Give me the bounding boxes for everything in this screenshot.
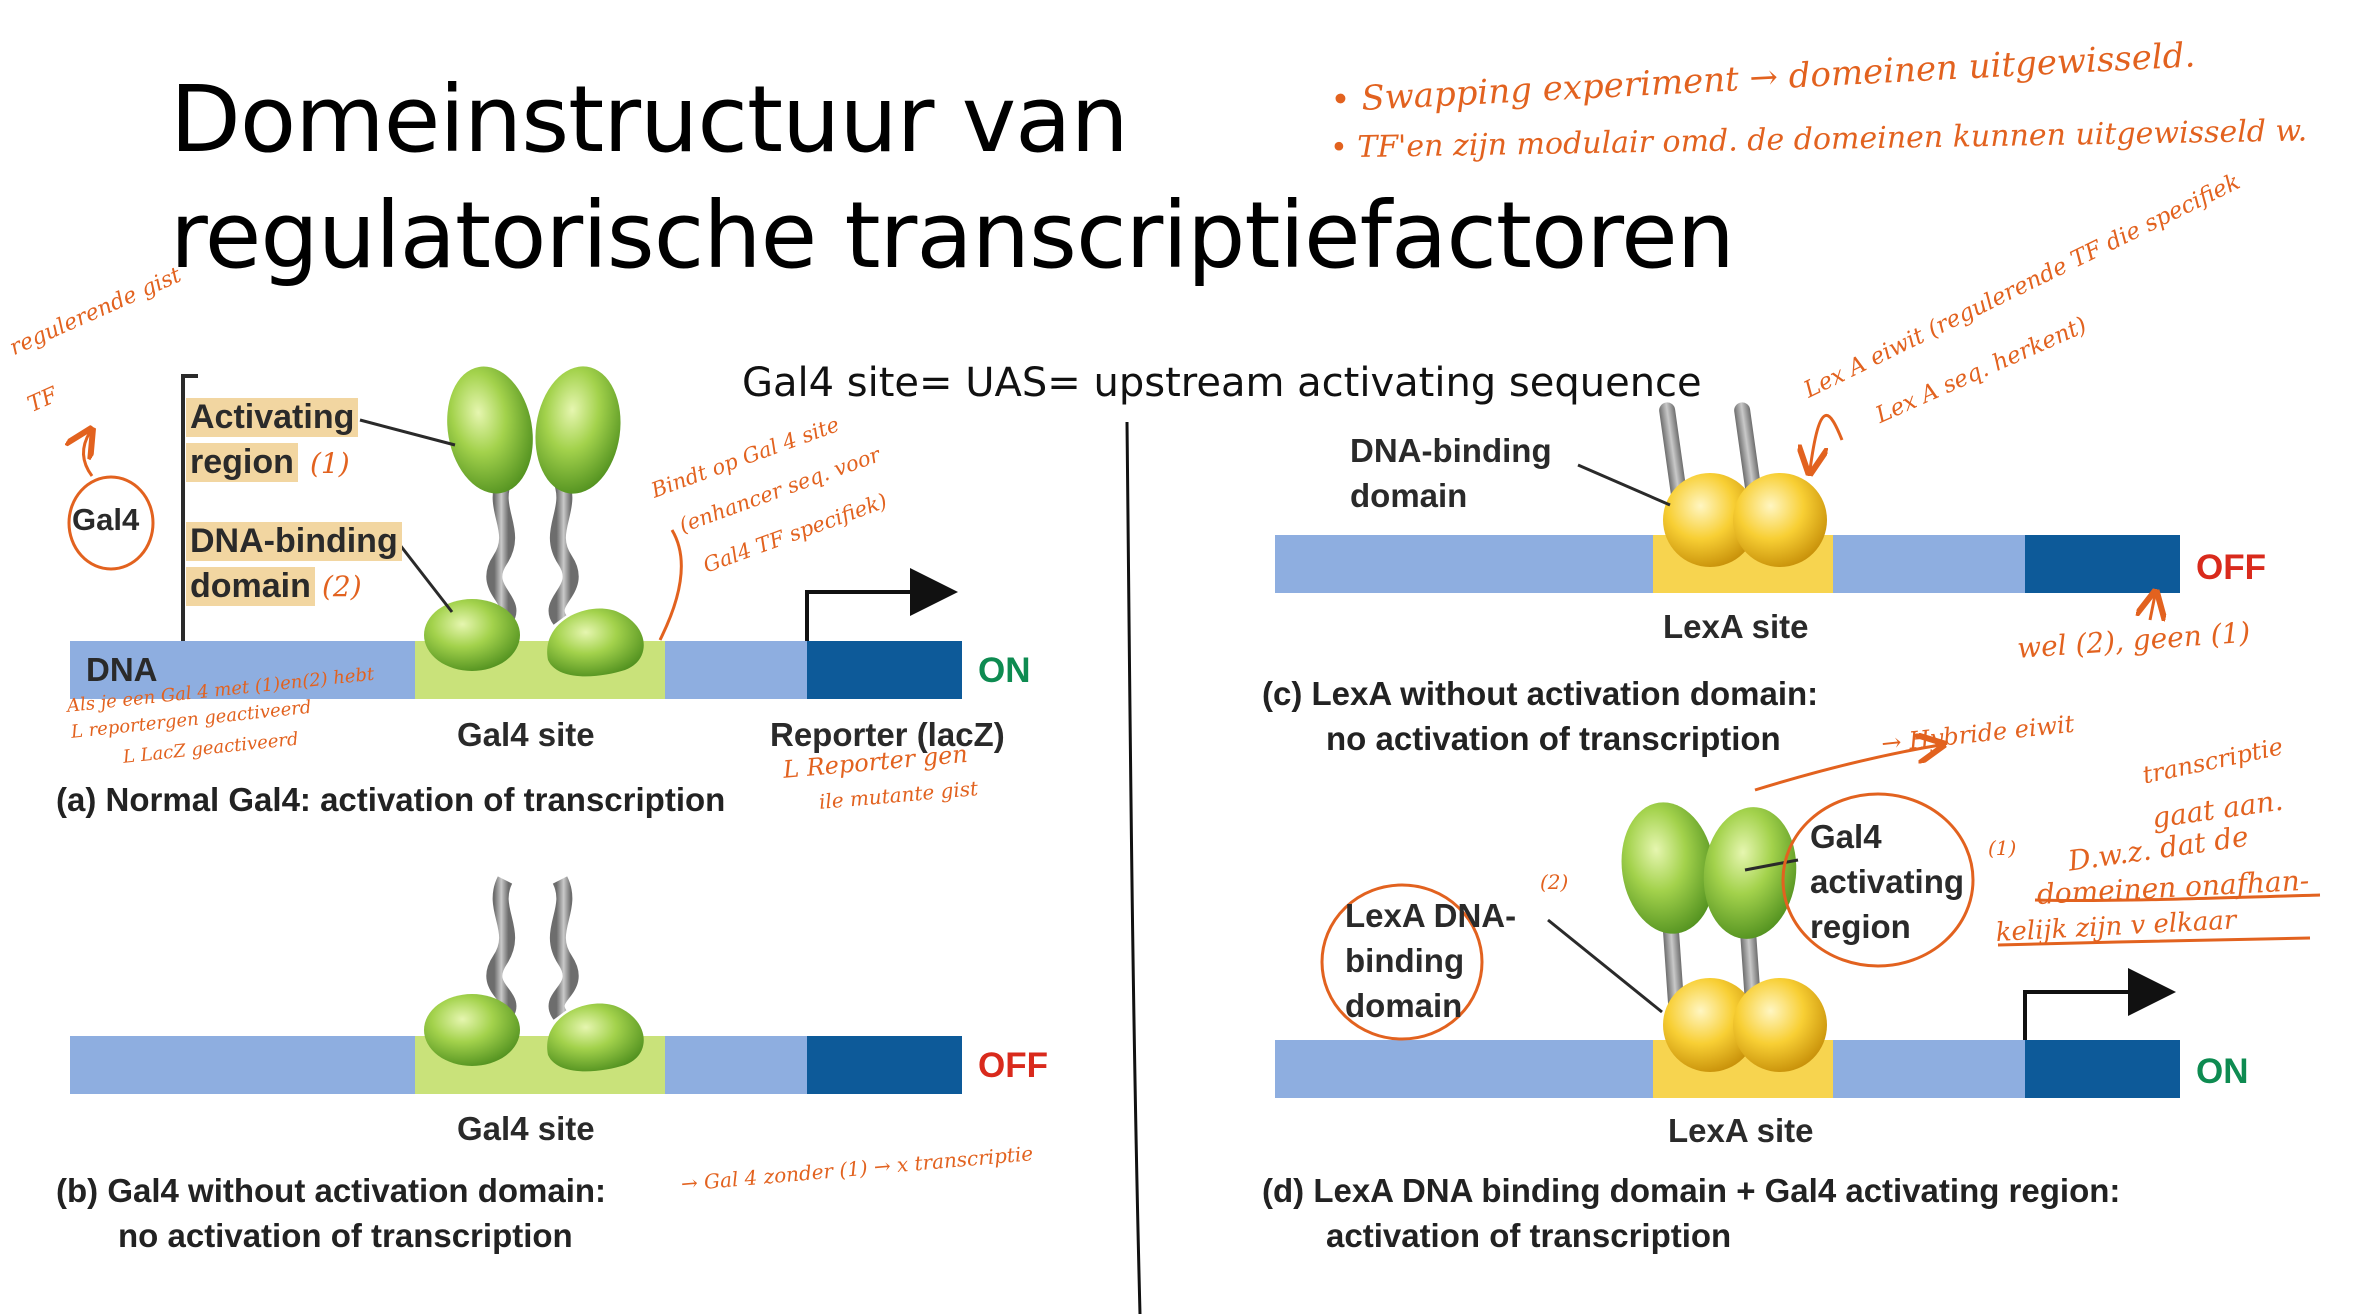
status-off-c: OFF bbox=[2196, 548, 2266, 587]
dna-bar-a bbox=[70, 641, 962, 699]
activating-region-label: Activating bbox=[186, 398, 359, 437]
dna-binding-label-c: DNA-binding bbox=[1350, 432, 1552, 469]
caption-a-letter: (a) bbox=[56, 781, 97, 818]
note-mark-2: (2) bbox=[1540, 870, 1569, 894]
gal4-protein-b bbox=[424, 876, 644, 1072]
dna-bar-b bbox=[70, 1036, 962, 1094]
activating-region-label-2: region bbox=[186, 443, 298, 482]
caption-b-line-2: no activation of transcription bbox=[118, 1217, 573, 1254]
note-mark-1: (1) bbox=[1988, 836, 2017, 860]
slide-title-line-1: Domeinstructuur van bbox=[170, 66, 1129, 173]
dna-label: DNA bbox=[86, 651, 158, 688]
dna-bar-d bbox=[1275, 1040, 2180, 1098]
lexa-site-label-c: LexA site bbox=[1663, 608, 1809, 645]
activating-mark: (1) bbox=[310, 447, 350, 480]
caption-d-line-1: LexA DNA binding domain + Gal4 activatin… bbox=[1313, 1172, 2121, 1209]
lexa-binding-label-3: domain bbox=[1345, 987, 1463, 1024]
hybrid-protein-d bbox=[1621, 802, 1827, 1072]
slide-title: Domeinstructuur van regulatorische trans… bbox=[170, 62, 1735, 294]
lexa-binding-label: LexA DNA- bbox=[1345, 897, 1517, 934]
caption-c: (c) LexA without activation domain: bbox=[1262, 675, 1818, 713]
status-on-d: ON bbox=[2196, 1052, 2249, 1091]
caption-b: (b) Gal4 without activation domain: bbox=[56, 1172, 606, 1210]
panel-divider bbox=[1125, 421, 1142, 1314]
uas-subtitle: Gal4 site= UAS= upstream activating sequ… bbox=[742, 360, 1702, 406]
status-on-a: ON bbox=[978, 651, 1031, 690]
annotation-strokes bbox=[69, 414, 2321, 1041]
gal4-label: Gal4 bbox=[72, 502, 140, 537]
dna-binding-label-c-2: domain bbox=[1350, 477, 1468, 514]
caption-b-letter: (b) bbox=[56, 1172, 99, 1209]
lexa-binding-label-2: binding bbox=[1345, 942, 1465, 979]
status-off-b: OFF bbox=[978, 1046, 1048, 1085]
slide-title-line-2: regulatorische transcriptiefactoren bbox=[170, 182, 1735, 289]
dna-binding-label-2: domain bbox=[186, 567, 315, 606]
caption-d: (d) LexA DNA binding domain + Gal4 activ… bbox=[1262, 1172, 2120, 1210]
dna-binding-mark: (2) bbox=[322, 570, 362, 603]
lexa-protein-c bbox=[1659, 402, 1827, 567]
caption-c-line-2: no activation of transcription bbox=[1326, 720, 1781, 757]
caption-b-line-1: Gal4 without activation domain: bbox=[107, 1172, 607, 1209]
gal4-site-label-a: Gal4 site bbox=[457, 716, 595, 753]
gal4-protein-a bbox=[424, 366, 644, 677]
dna-binding-label: DNA-binding bbox=[186, 522, 402, 561]
gal4-activating-label-2: activating bbox=[1810, 863, 1965, 900]
lexa-site-label-d: LexA site bbox=[1668, 1112, 1814, 1149]
caption-d-letter: (d) bbox=[1262, 1172, 1305, 1209]
gal4-activating-label-3: region bbox=[1810, 908, 1911, 945]
caption-a: (a) Normal Gal4: activation of transcrip… bbox=[56, 781, 725, 819]
promoter-arrow-d bbox=[2023, 968, 2176, 1040]
gal4-site-label-b: Gal4 site bbox=[457, 1110, 595, 1147]
caption-c-letter: (c) bbox=[1262, 675, 1303, 712]
caption-a-text: Normal Gal4: activation of transcription bbox=[105, 781, 726, 818]
reporter-label: Reporter (lacZ) bbox=[770, 716, 1005, 753]
caption-d-line-2: activation of transcription bbox=[1326, 1217, 1732, 1254]
promoter-arrow-a bbox=[805, 568, 958, 641]
gal4-activating-label: Gal4 bbox=[1810, 818, 1882, 855]
caption-c-line-1: LexA without activation domain: bbox=[1311, 675, 1819, 712]
